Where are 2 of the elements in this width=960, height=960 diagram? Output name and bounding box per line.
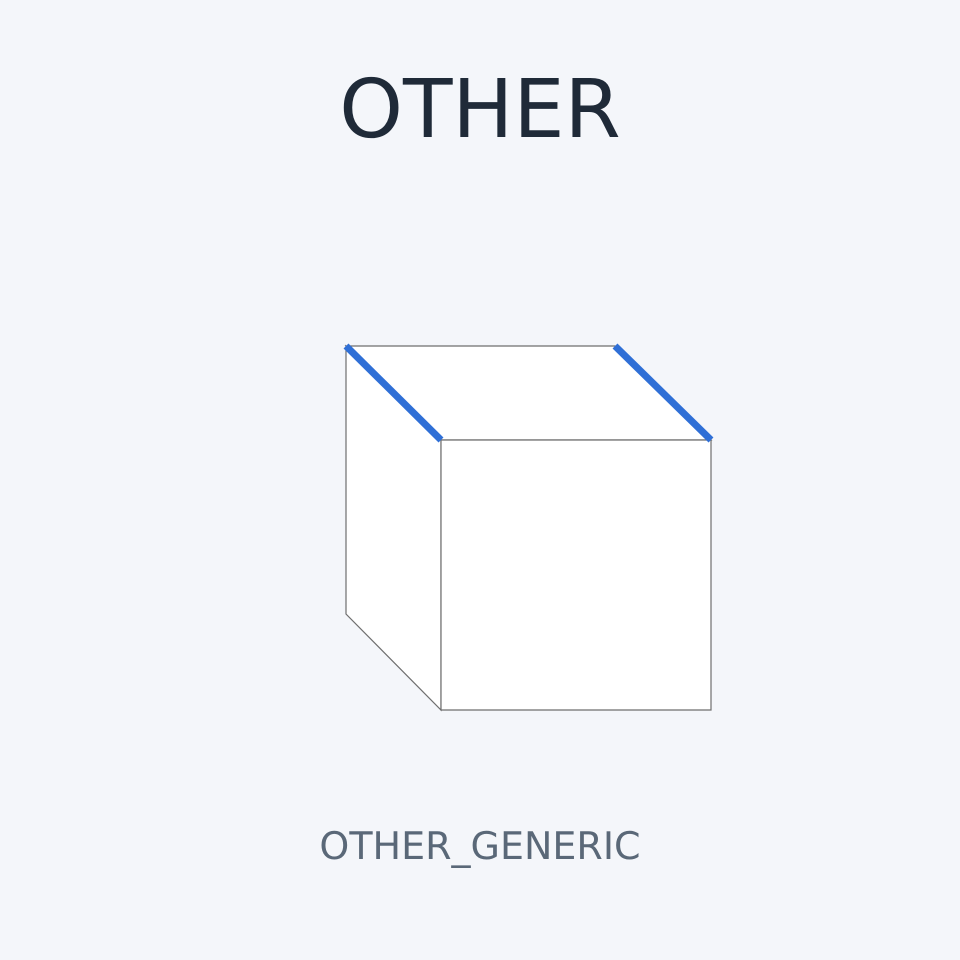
title: OTHER [339,66,621,156]
caption: OTHER_GENERIC [319,826,641,868]
